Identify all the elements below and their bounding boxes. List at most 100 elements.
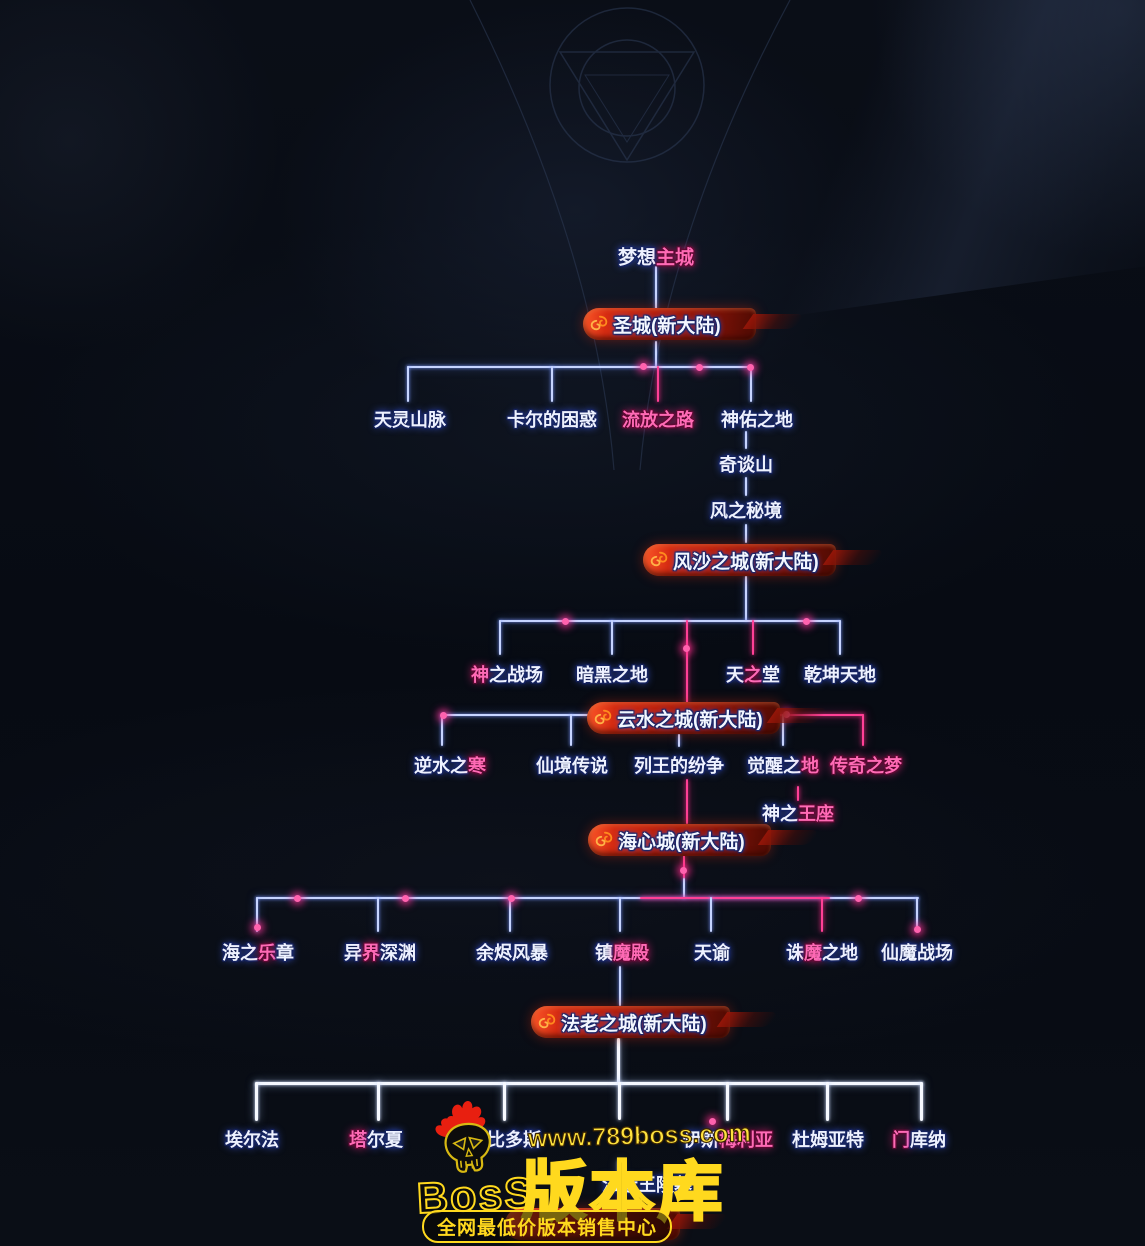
map-node[interactable]: 诛魔之地 bbox=[786, 939, 858, 965]
map-node-label: 堂 bbox=[762, 665, 780, 685]
map-node[interactable]: 奇谈山 bbox=[719, 451, 773, 477]
tree-connector-line bbox=[551, 366, 553, 402]
tree-connector-line bbox=[255, 1082, 258, 1121]
map-node[interactable]: 暗黑之地 bbox=[576, 661, 648, 687]
map-node[interactable]: 传奇之梦 bbox=[830, 752, 902, 778]
glow-particle bbox=[680, 867, 687, 874]
glow-particle bbox=[294, 895, 301, 902]
map-node-label: 界 bbox=[362, 943, 380, 963]
map-node[interactable]: 逆水之寒 bbox=[414, 752, 486, 778]
cloud-scroll-icon bbox=[536, 1011, 558, 1033]
map-node-label: 伊斯 bbox=[683, 1130, 719, 1150]
city-banner-label: 云水之城(新大陆) bbox=[617, 709, 763, 731]
tree-connector-line bbox=[821, 897, 823, 932]
tree-connector-line bbox=[570, 714, 572, 746]
map-node-label: 神佑之地 bbox=[721, 410, 793, 430]
map-node[interactable]: 门库纳 bbox=[892, 1126, 946, 1152]
map-node-label: 奇谈山 bbox=[719, 455, 773, 475]
map-node[interactable]: 埃尔法 bbox=[225, 1126, 279, 1152]
city-banner[interactable]: 海心城(新大陆) bbox=[588, 824, 771, 856]
tree-connector-line bbox=[678, 734, 680, 747]
map-node-label: 魔殿 bbox=[613, 943, 649, 963]
city-banner[interactable] bbox=[505, 1208, 680, 1240]
tree-connector-line bbox=[377, 1082, 380, 1121]
tree-connector-line bbox=[752, 620, 754, 655]
tree-connector-line bbox=[745, 477, 747, 496]
map-node[interactable]: 流放之路 bbox=[622, 406, 694, 432]
map-node[interactable]: 杜姆亚特 bbox=[792, 1126, 864, 1152]
map-node-label: 库纳 bbox=[910, 1130, 946, 1150]
map-node-label: 魔 bbox=[804, 943, 822, 963]
tree-connector-line bbox=[611, 620, 613, 655]
tree-connector-line bbox=[407, 366, 752, 368]
map-node-label: 暗黑之地 bbox=[576, 665, 648, 685]
map-node-label: 王座 bbox=[798, 804, 834, 824]
tree-connector-line bbox=[255, 1082, 923, 1085]
map-node[interactable]: 仙境传说 bbox=[536, 752, 608, 778]
tree-connector-line bbox=[710, 897, 712, 932]
tree-connector-line bbox=[407, 366, 409, 402]
tree-connector-line bbox=[618, 1160, 621, 1174]
glow-particle bbox=[508, 895, 515, 902]
map-node-label: 梅利亚 bbox=[719, 1130, 773, 1150]
glow-particle bbox=[747, 364, 754, 371]
glow-particle bbox=[683, 645, 690, 652]
map-node[interactable]: 余烬风暴 bbox=[476, 939, 548, 965]
map-node[interactable]: 天之堂 bbox=[726, 661, 780, 687]
map-node-label: 天谕 bbox=[694, 943, 730, 963]
map-node-label: 之地 bbox=[822, 943, 858, 963]
map-node[interactable]: 神佑之地 bbox=[721, 406, 793, 432]
map-node[interactable]: 风之秘境 bbox=[710, 497, 782, 523]
map-node-label: 寒 bbox=[468, 756, 486, 776]
city-banner[interactable]: 云水之城(新大陆) bbox=[587, 702, 780, 734]
map-node-label: 乾坤天地 bbox=[804, 665, 876, 685]
map-node[interactable]: 梦想主城 bbox=[618, 243, 694, 270]
tree-connector-line bbox=[617, 1038, 620, 1084]
magic-circle-decoration bbox=[469, 0, 791, 471]
map-node-label: 之 bbox=[744, 665, 762, 685]
tree-connector-line bbox=[655, 266, 657, 310]
tree-connector-line bbox=[782, 714, 784, 746]
city-banner[interactable]: 圣城(新大陆) bbox=[583, 308, 756, 340]
glow-particle bbox=[803, 618, 810, 625]
map-node-label: 逆水之 bbox=[414, 756, 468, 776]
map-node[interactable]: 乾坤天地 bbox=[804, 661, 876, 687]
tree-connector-line bbox=[839, 620, 841, 655]
map-node[interactable]: 阿比多斯 bbox=[469, 1126, 541, 1152]
tree-connector-line bbox=[441, 714, 443, 746]
map-node[interactable]: 法老王陵墓 bbox=[602, 1171, 692, 1197]
map-node[interactable]: 异界深渊 bbox=[344, 939, 416, 965]
map-node-label: 传奇之梦 bbox=[830, 756, 902, 776]
tree-connector-line bbox=[920, 1082, 923, 1121]
tree-connector-line bbox=[256, 897, 258, 932]
map-node[interactable]: 海之乐章 bbox=[222, 939, 294, 965]
map-node-label: 流放之路 bbox=[622, 410, 694, 430]
map-node[interactable]: 神之战场 bbox=[471, 661, 543, 687]
map-node[interactable]: 天谕 bbox=[694, 939, 730, 965]
cloud-scroll-icon bbox=[593, 829, 615, 851]
map-node-label: 法老王陵墓 bbox=[602, 1175, 692, 1195]
tree-connector-line bbox=[745, 576, 747, 621]
glow-particle bbox=[562, 618, 569, 625]
tree-connector-line bbox=[503, 1082, 506, 1121]
map-node[interactable]: 伊斯梅利亚 bbox=[683, 1126, 773, 1152]
tree-connector-line bbox=[256, 897, 919, 899]
map-node-label: 仙境传说 bbox=[536, 756, 608, 776]
map-node-label: 之战场 bbox=[489, 665, 543, 685]
city-banner[interactable]: 风沙之城(新大陆) bbox=[643, 544, 836, 576]
map-node[interactable]: 塔尔夏 bbox=[349, 1126, 403, 1152]
map-node[interactable]: 列王的纷争 bbox=[634, 752, 724, 778]
map-node-label: 神 bbox=[471, 665, 489, 685]
map-node[interactable]: 天灵山脉 bbox=[374, 406, 446, 432]
map-node[interactable]: 神之王座 bbox=[762, 800, 834, 826]
map-node-label: 深渊 bbox=[380, 943, 416, 963]
city-banner[interactable]: 法老之城(新大陆) bbox=[531, 1006, 730, 1038]
map-node[interactable]: 仙魔战场 bbox=[881, 939, 953, 965]
map-node-label: 尔夏 bbox=[367, 1130, 403, 1150]
tree-connector-line bbox=[640, 897, 830, 899]
map-node[interactable]: 卡尔的困惑 bbox=[507, 406, 597, 432]
map-node[interactable]: 觉醒之地 bbox=[747, 752, 819, 778]
map-node[interactable]: 镇魔殿 bbox=[595, 939, 649, 965]
tree-connector-line bbox=[750, 366, 752, 402]
